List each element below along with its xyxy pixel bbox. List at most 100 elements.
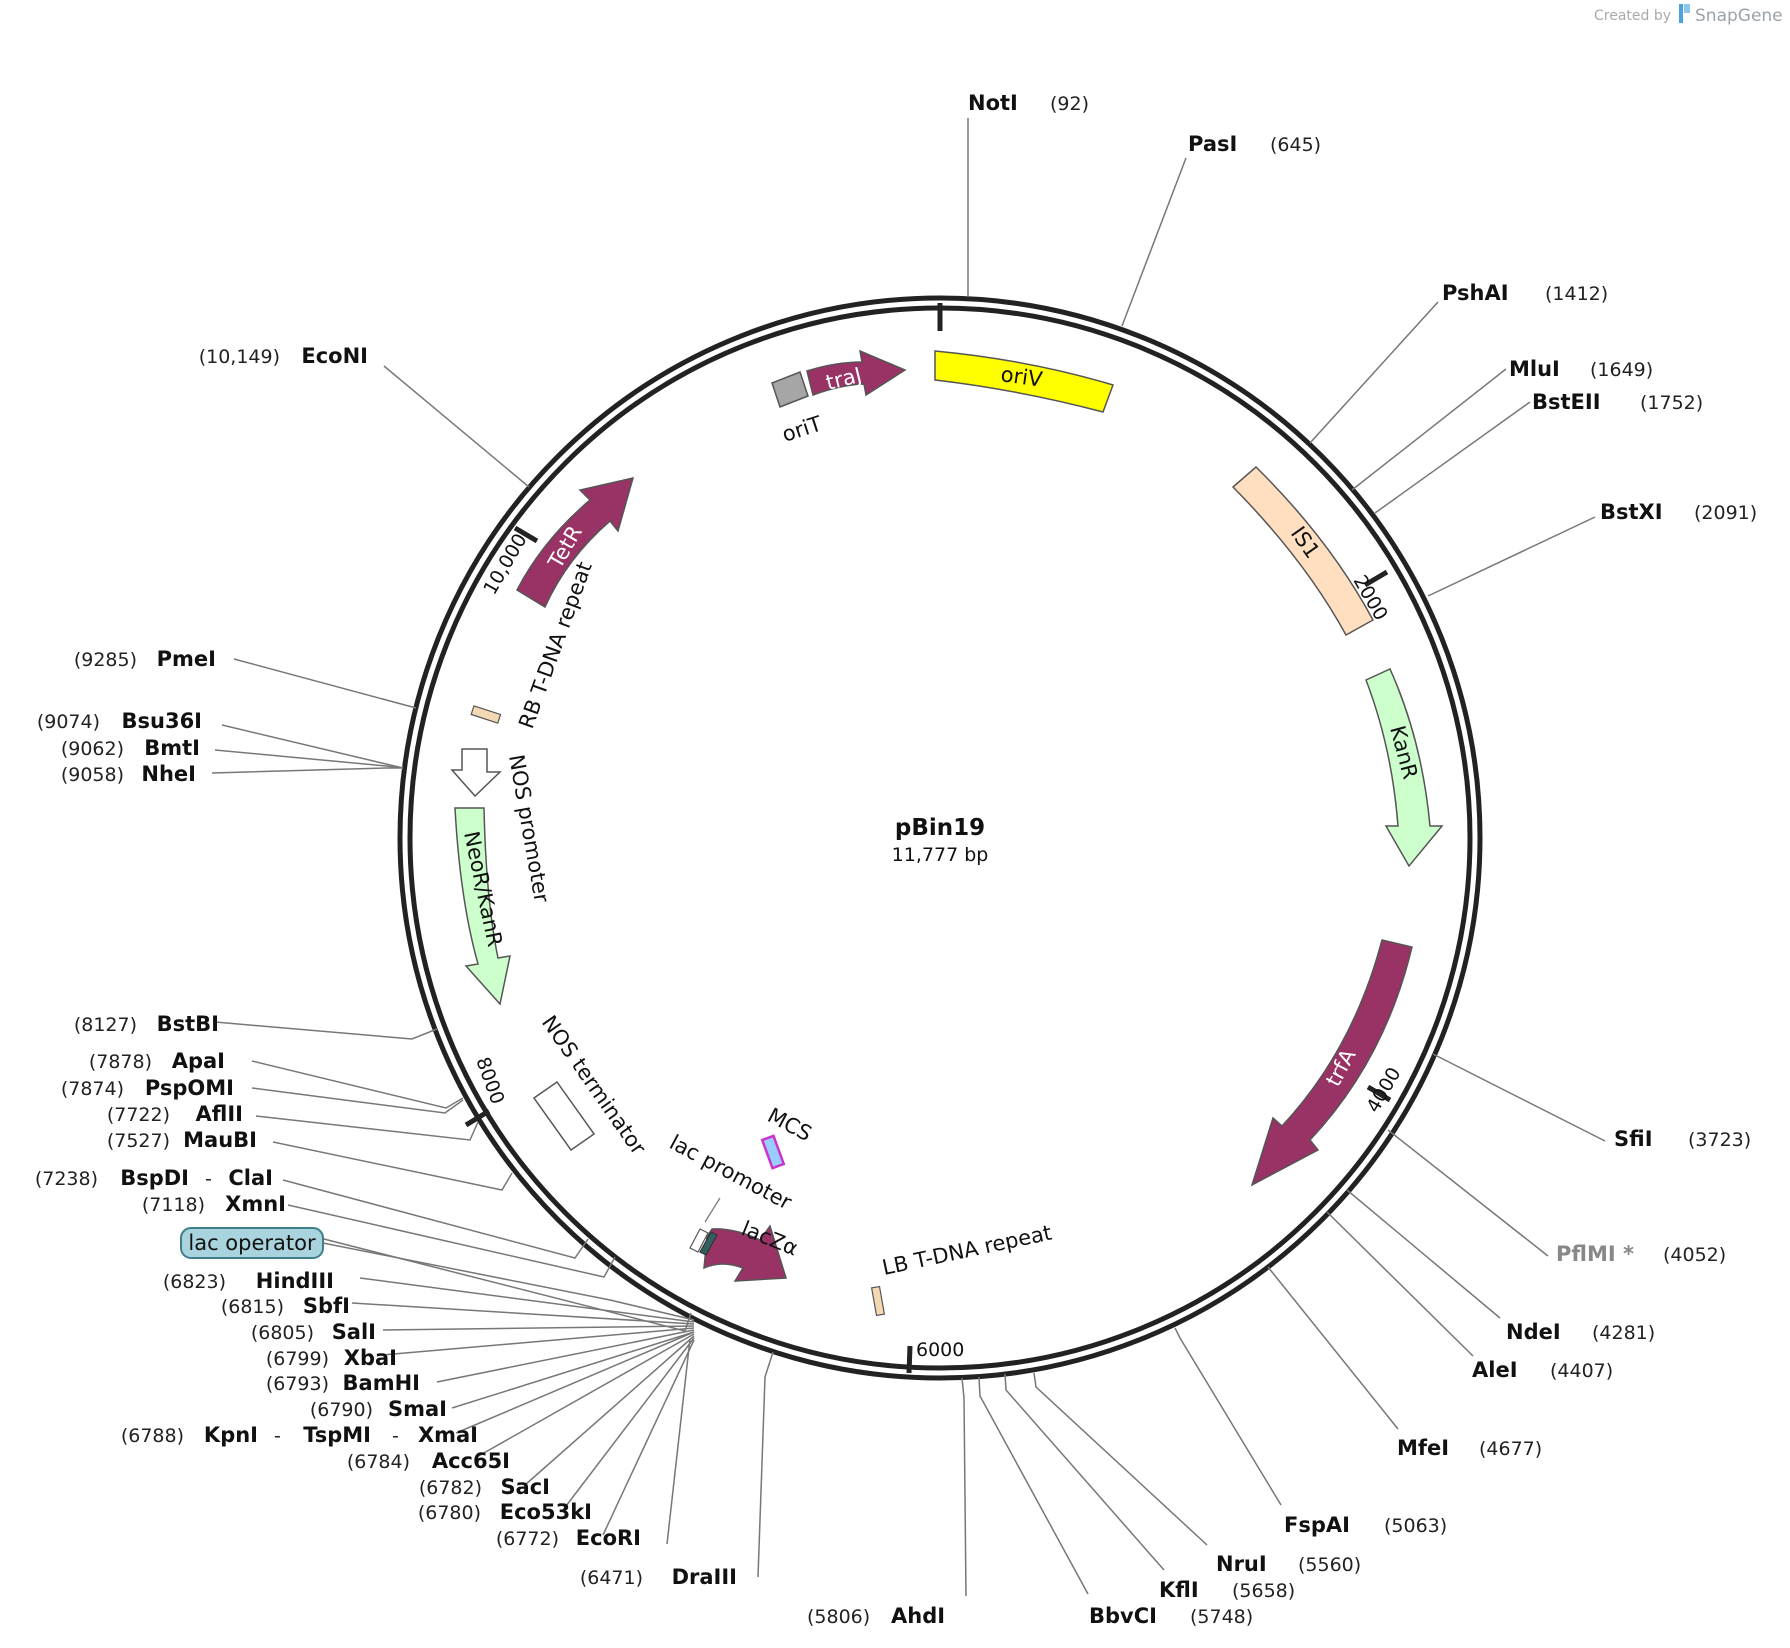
site-ClaI-name[interactable]: ClaI	[228, 1166, 273, 1190]
site-ApaI-name[interactable]: ApaI	[172, 1049, 225, 1073]
site-PshAI-name[interactable]: PshAI	[1442, 281, 1509, 305]
site-separators: - - -	[205, 1168, 399, 1447]
tick-8000	[464, 1108, 491, 1128]
separator-tspmi-xmai: -	[392, 1425, 399, 1447]
site-SalI-name[interactable]: SalI	[332, 1320, 376, 1344]
IS1-shape	[1231, 465, 1375, 637]
site-AflII-name[interactable]: AflII	[196, 1102, 243, 1126]
site-HindIII-pos: (6823)	[163, 1271, 226, 1293]
trfA-shape	[1250, 939, 1413, 1187]
site-BmtI-name[interactable]: BmtI	[144, 736, 200, 760]
site-DraIII-pos: (6471)	[580, 1567, 643, 1589]
site-BstEII-pos: (1752)	[1640, 392, 1703, 414]
site-NheI-name[interactable]: NheI	[141, 762, 196, 786]
site-MfeI-name[interactable]: MfeI	[1397, 1436, 1449, 1460]
site-AflII-pos: (7722)	[107, 1104, 170, 1126]
lacZa-shape	[703, 1224, 787, 1282]
site-SacI-name[interactable]: SacI	[500, 1475, 550, 1499]
site-BamHI-name[interactable]: BamHI	[343, 1371, 420, 1395]
site-BamHI-pos: (6793)	[266, 1373, 329, 1395]
tick-4000	[1366, 1084, 1392, 1103]
site-PshAI-pos: (1412)	[1545, 283, 1608, 305]
site-EcoRI-name[interactable]: EcoRI	[576, 1526, 641, 1550]
site-NdeI-pos: (4281)	[1592, 1322, 1655, 1344]
backbone-outer-ring	[397, 295, 1483, 1381]
site-AleI-name[interactable]: AleI	[1472, 1358, 1518, 1382]
site-MauBI-name[interactable]: MauBI	[183, 1128, 257, 1152]
site-PspOMI-pos: (7874)	[61, 1078, 124, 1100]
site-EcoNI-name[interactable]: EcoNI	[301, 344, 368, 368]
site-PmeI-pos: (9285)	[74, 649, 137, 671]
site-BspDI-name[interactable]: BspDI	[120, 1166, 189, 1190]
feature-lacZa[interactable]: lacZα	[703, 1216, 801, 1282]
site-PspOMI-name[interactable]: PspOMI	[145, 1076, 234, 1100]
site-NheI-pos: (9058)	[61, 764, 124, 786]
site-BbvCI-name[interactable]: BbvCI	[1089, 1604, 1157, 1628]
feature-NeoR[interactable]: NeoR/KanR	[454, 807, 511, 1006]
site-AhdI-pos: (5806)	[807, 1606, 870, 1628]
site-PflMI-pos: (4052)	[1663, 1244, 1726, 1266]
feature-oriV[interactable]: oriV	[934, 350, 1114, 413]
NOSpromoter-label: NOS promoter	[504, 753, 554, 905]
site-XbaI-pos: (6799)	[266, 1348, 329, 1370]
site-NotI-name[interactable]: NotI	[968, 91, 1018, 115]
NOSpromoter-shape	[450, 748, 502, 798]
site-NruI-name[interactable]: NruI	[1216, 1552, 1267, 1576]
tick-label-6000: 6000	[916, 1339, 964, 1361]
site-XmaI-name[interactable]: XmaI	[418, 1423, 478, 1447]
site-Acc65I-name[interactable]: Acc65I	[432, 1449, 510, 1473]
credit-created-by: Created by	[1594, 8, 1671, 24]
credit-brand: SnapGene	[1695, 6, 1783, 26]
site-PmeI-name[interactable]: PmeI	[157, 647, 216, 671]
feature-MCS[interactable]: MCS	[760, 1103, 816, 1170]
site-BstEII-name[interactable]: BstEII	[1532, 390, 1601, 414]
NeoR-shape	[454, 807, 511, 1006]
site-XmnI-pos: (7118)	[142, 1194, 205, 1216]
site-FspAI-name[interactable]: FspAI	[1284, 1513, 1350, 1537]
site-PasI-name[interactable]: PasI	[1188, 132, 1237, 156]
site-PflMI-name[interactable]: PflMI *	[1556, 1242, 1634, 1266]
site-SbfI-name[interactable]: SbfI	[303, 1294, 350, 1318]
site-BstBI-pos: (8127)	[74, 1014, 137, 1036]
site-Acc65I-pos: (6784)	[347, 1451, 410, 1473]
feature-trfA[interactable]: trfA	[1250, 939, 1413, 1187]
site-MluI-name[interactable]: MluI	[1509, 357, 1560, 381]
site-Bsu36I-pos: (9074)	[37, 711, 100, 733]
site-DraIII-name[interactable]: DraIII	[672, 1565, 737, 1589]
lacpromoter-leader	[704, 1197, 721, 1223]
lacpromoter-shape	[689, 1228, 709, 1253]
feature-NOSterminator[interactable]: NOS terminator	[532, 1011, 651, 1159]
feature-LB[interactable]: LB T-DNA repeat	[870, 1221, 1054, 1317]
site-Eco53kI-name[interactable]: Eco53kI	[500, 1500, 592, 1524]
site-Eco53kI-pos: (6780)	[418, 1502, 481, 1524]
site-SmaI-name[interactable]: SmaI	[388, 1397, 447, 1421]
leaders-right	[961, 118, 1606, 1597]
KanR-shape	[1365, 668, 1444, 868]
site-MluI-pos: (1649)	[1590, 359, 1653, 381]
separator-bspdi-clai: -	[205, 1168, 212, 1190]
site-MauBI-pos: (7527)	[107, 1130, 170, 1152]
snapgene-logo-icon	[1679, 4, 1683, 23]
site-KpnI-name[interactable]: KpnI	[204, 1423, 258, 1447]
site-AhdI-name[interactable]: AhdI	[891, 1604, 945, 1628]
site-BstXI-name[interactable]: BstXI	[1600, 500, 1663, 524]
lac-operator-label[interactable]: lac operator	[180, 1227, 695, 1321]
lac-operator-text: lac operator	[188, 1231, 316, 1255]
site-XmnI-name[interactable]: XmnI	[225, 1192, 286, 1216]
site-SfiI-pos: (3723)	[1688, 1129, 1751, 1151]
feature-traJ[interactable]: traJ	[806, 349, 907, 397]
site-Bsu36I-name[interactable]: Bsu36I	[122, 709, 203, 733]
MCS-shape	[760, 1134, 786, 1170]
site-BbvCI-pos: (5748)	[1190, 1606, 1253, 1628]
site-TspMI-name[interactable]: TspMI	[303, 1423, 371, 1447]
oriV-label: oriV	[999, 362, 1044, 392]
credit: Created by SnapGene	[1594, 4, 1783, 26]
site-KflI-name[interactable]: KflI	[1159, 1578, 1199, 1602]
site-NdeI-name[interactable]: NdeI	[1506, 1320, 1561, 1344]
site-HindIII-name[interactable]: HindIII	[256, 1269, 334, 1293]
site-BstBI-name[interactable]: BstBI	[157, 1012, 219, 1036]
site-PasI-pos: (645)	[1270, 134, 1321, 156]
site-XbaI-name[interactable]: XbaI	[344, 1346, 397, 1370]
feature-KanR[interactable]: KanR	[1365, 668, 1444, 868]
site-SfiI-name[interactable]: SfiI	[1614, 1127, 1653, 1151]
